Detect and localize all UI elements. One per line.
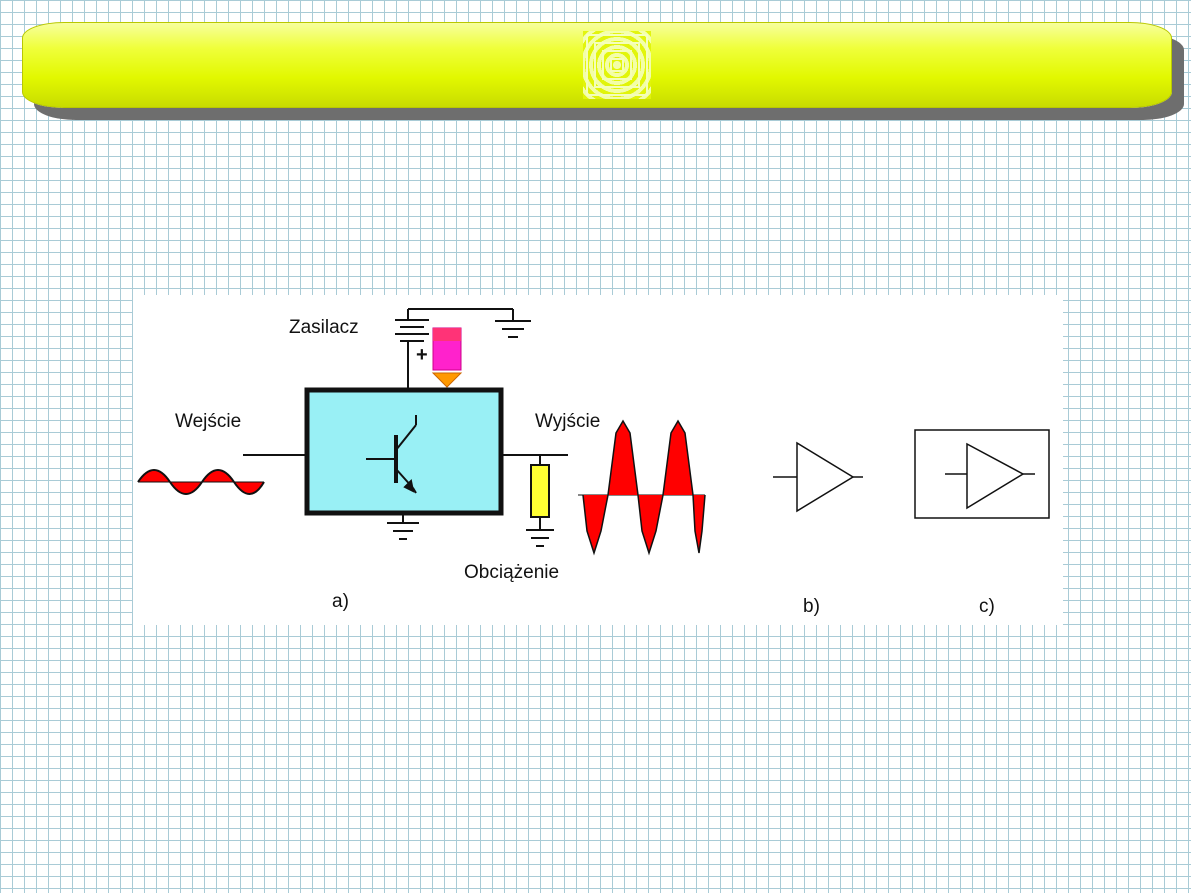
caption-b: b)	[803, 596, 820, 617]
ground-symbol-box	[387, 513, 419, 540]
output-waveform	[578, 419, 706, 556]
amplifier-diagram: + Zasilacz Wejście	[133, 295, 1063, 625]
amplifier-box	[304, 387, 504, 516]
title-bar	[22, 22, 1172, 108]
caption-c: c)	[979, 596, 995, 617]
load-resistor	[530, 464, 550, 518]
amplifier-triangle-icon	[773, 441, 863, 513]
boxed-amplifier-icon	[914, 429, 1050, 519]
transistor-icon	[366, 415, 417, 494]
label-load: Obciążenie	[464, 562, 559, 583]
battery-symbol	[395, 308, 514, 390]
label-power-supply: Zasilacz	[289, 317, 359, 338]
title-ornament	[583, 31, 651, 99]
input-waveform	[137, 469, 265, 495]
plus-sign: +	[416, 344, 428, 366]
label-output: Wyjście	[535, 411, 600, 432]
label-input: Wejście	[175, 411, 241, 432]
ground-symbol-load	[526, 517, 554, 547]
caption-a: a)	[332, 591, 349, 612]
power-indicator	[431, 327, 463, 388]
ground-symbol-top	[495, 320, 531, 338]
